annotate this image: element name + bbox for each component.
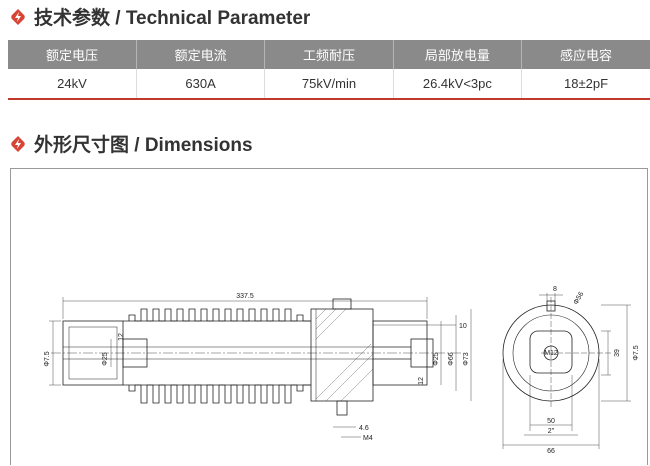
- left-insert: [122, 338, 148, 368]
- dim-bolt-thread: M4: [363, 435, 373, 442]
- dim-dia-mid: Φ66: [448, 352, 455, 365]
- dim-width-50: 50: [547, 418, 555, 425]
- section-title: 外形尺寸图 / Dimensions: [34, 135, 253, 156]
- header-rated-current: 额定电流: [135, 40, 265, 69]
- header-induced-capacitance: 感应电容: [521, 40, 650, 69]
- value-induced-capacitance: 18±2pF: [521, 69, 650, 100]
- value-partial-discharge: 26.4kV<3pc: [392, 69, 522, 100]
- header-rated-voltage: 额定电压: [8, 40, 137, 69]
- flange-top-lug: [332, 298, 352, 310]
- header-power-frequency-withstand: 工频耐压: [264, 40, 394, 69]
- section-heading-technical-parameter: 技术参数 / Technical Parameter: [8, 3, 310, 30]
- dim-flange-offset: 10: [459, 323, 467, 330]
- section-heading-dimensions: 外形尺寸图 / Dimensions: [8, 130, 253, 157]
- right-insert: [410, 338, 434, 368]
- mounting-flange: [310, 308, 374, 402]
- dimension-drawing: 337.5 Φ7.5 Φ25 12 10 Φ25 Φ66 Φ73 12 4.6 …: [44, 286, 640, 455]
- dim-slot-width: 8: [553, 286, 557, 293]
- table-row: 24kV 630A 75kV/min 26.4kV<3pc 18±2pF: [8, 69, 650, 100]
- dim-height-right: 12: [418, 377, 425, 385]
- lightning-badge-icon: [11, 135, 25, 152]
- dimension-drawing-frame: 337.5 Φ7.5 Φ25 12 10 Φ25 Φ66 Φ73 12 4.6 …: [10, 168, 648, 465]
- value-rated-voltage: 24kV: [8, 69, 137, 100]
- section-title: 技术参数 / Technical Parameter: [34, 8, 311, 29]
- dim-dia-75: Φ7.5: [633, 345, 640, 360]
- dim-width-2in: 2": [548, 428, 555, 435]
- flange-bottom-bolt: [336, 400, 348, 416]
- dim-length: 337.5: [236, 293, 254, 300]
- table-header-row: 额定电压 额定电流 工频耐压 局部放电量 感应电容: [8, 40, 650, 69]
- right-terminal-body: [372, 320, 428, 386]
- dim-slot-dia: Φ56: [573, 291, 586, 306]
- dim-height-left: 12: [118, 333, 125, 341]
- dim-width-66: 66: [547, 448, 555, 455]
- dim-left-dia: Φ7.5: [44, 351, 51, 366]
- dim-inner-dia-left: Φ25: [102, 352, 109, 365]
- dim-height-39: 39: [614, 349, 621, 357]
- lightning-badge-icon: [11, 8, 25, 25]
- value-power-frequency-withstand: 75kV/min: [264, 69, 394, 100]
- insulator-sheds-bottom: [128, 384, 311, 404]
- value-rated-current: 630A: [135, 69, 265, 100]
- insulator-sheds: [128, 308, 311, 322]
- dim-bolt-offset: 4.6: [359, 425, 369, 432]
- dim-dia-outer: Φ73: [463, 352, 470, 365]
- dim-inner-dia-right: Φ25: [433, 352, 440, 365]
- dim-center-thread: M12: [544, 350, 558, 357]
- header-partial-discharge: 局部放电量: [392, 40, 522, 69]
- technical-parameter-table: 额定电压 额定电流 工频耐压 局部放电量 感应电容 24kV 630A 75kV…: [8, 40, 650, 100]
